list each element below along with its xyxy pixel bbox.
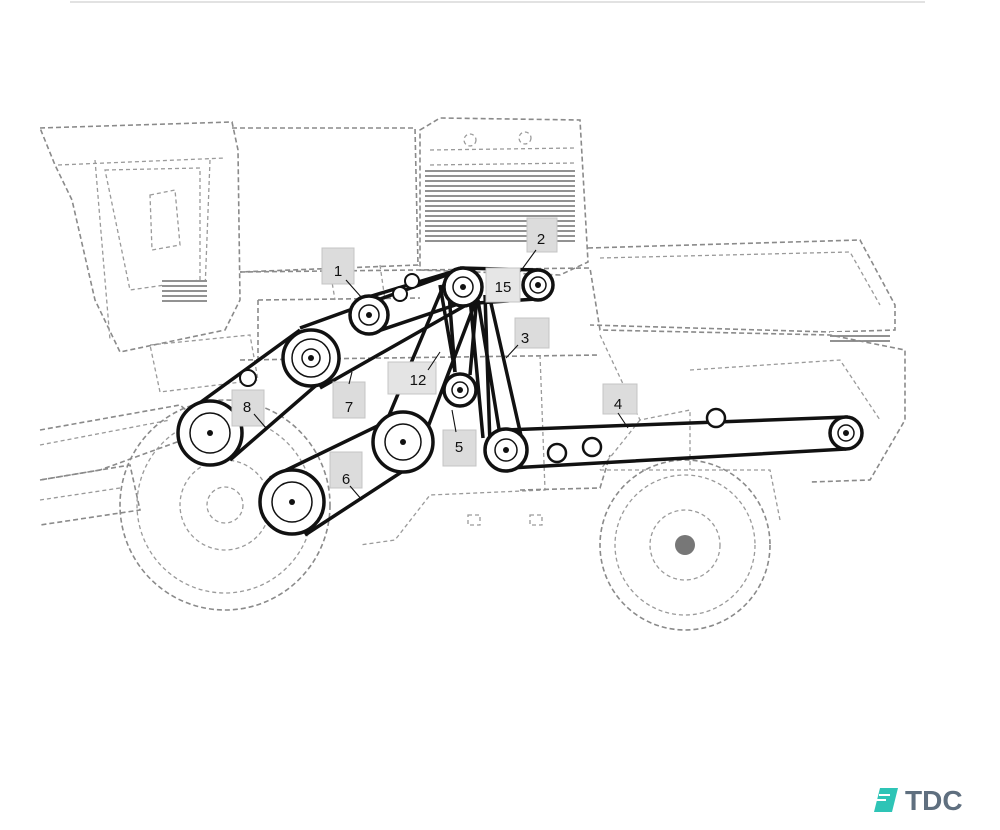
idler-e [581, 436, 603, 458]
pulley-6-upper [371, 410, 435, 474]
tdc-logo-text: TDC [905, 785, 963, 816]
callout-12: 12 [387, 351, 441, 395]
callouts: 1 2 15 3 4 5 6 [231, 217, 638, 501]
svg-text:4: 4 [614, 396, 622, 413]
svg-text:15: 15 [495, 279, 512, 296]
idler-b [404, 273, 420, 289]
idler-a [392, 286, 408, 302]
svg-text:5: 5 [455, 439, 463, 456]
idler-d [546, 442, 568, 464]
pulley-4-right [828, 415, 864, 451]
pulley-1 [348, 294, 390, 336]
pulley-7 [281, 328, 341, 388]
svg-text:1: 1 [334, 263, 342, 280]
callout-1: 1 [321, 247, 363, 299]
belt-3 [476, 289, 524, 441]
svg-text:6: 6 [342, 471, 350, 488]
combine-harvester-outline [38, 117, 906, 631]
callout-6: 6 [329, 451, 363, 501]
pulley-12 [442, 372, 478, 408]
svg-text:2: 2 [537, 231, 545, 248]
callout-15: 15 [485, 267, 521, 303]
callout-7: 7 [332, 371, 366, 419]
pulley-top [442, 266, 484, 308]
belt-5 [468, 294, 492, 446]
callout-2: 2 [519, 217, 558, 273]
idler-c [239, 369, 257, 387]
tdc-logo: TDC [874, 785, 963, 816]
callout-4: 4 [602, 383, 638, 429]
pulley-4-left [483, 427, 529, 473]
svg-text:7: 7 [345, 399, 353, 416]
svg-text:12: 12 [410, 372, 427, 389]
callout-3: 3 [505, 317, 550, 359]
callout-8: 8 [231, 389, 267, 429]
belt-4 [504, 415, 849, 470]
pulleys [176, 266, 864, 536]
belts [188, 266, 849, 537]
idler-f [705, 407, 727, 429]
tdc-logo-icon [874, 788, 898, 812]
pulley-8 [176, 399, 244, 467]
pulley-15 [521, 268, 555, 302]
callout-5: 5 [442, 409, 477, 467]
svg-text:8: 8 [243, 399, 251, 416]
svg-text:3: 3 [521, 330, 529, 347]
pulley-6-lower [258, 468, 326, 536]
